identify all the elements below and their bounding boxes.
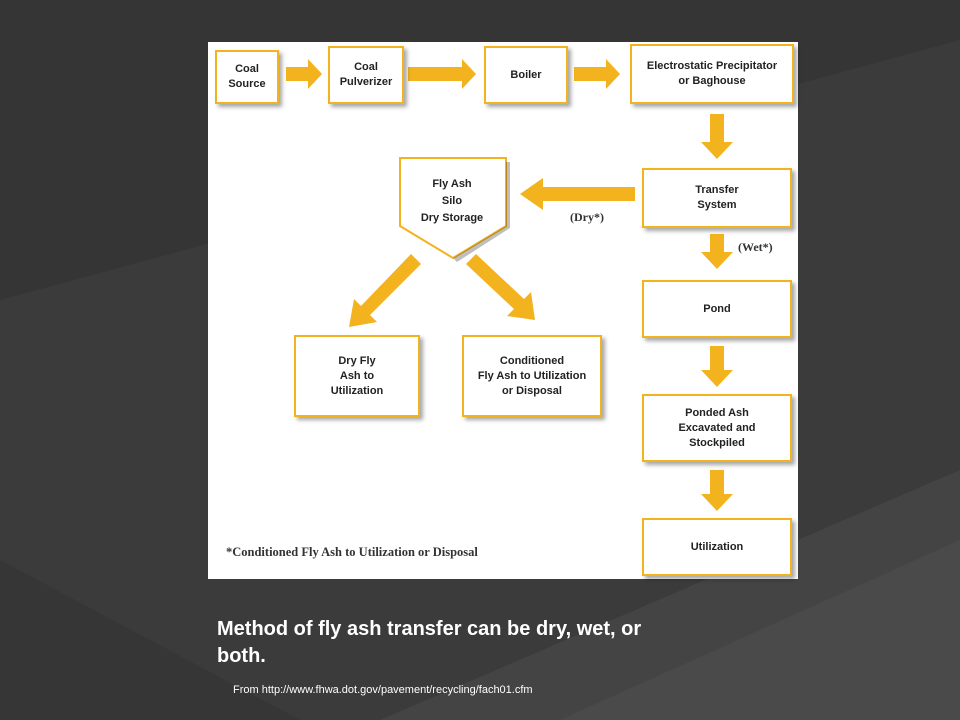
node-pond: Pond: [642, 280, 792, 338]
node-precipitator: Electrostatic Precipitator or Baghouse: [630, 44, 794, 104]
node-conditioned: Conditioned Fly Ash to Utilization or Di…: [462, 335, 602, 417]
arrow-precipitator-to-transfer: [701, 114, 733, 159]
diagram-footnote: *Conditioned Fly Ash to Utilization or D…: [226, 545, 478, 559]
arrow-transfer-to-pond: [701, 234, 733, 269]
node-utilization: Utilization: [642, 518, 792, 576]
flow-diagram: Coal Source Coal Pulverizer Boiler Elect…: [208, 42, 798, 579]
slide-caption: Method of fly ash transfer can be dry, w…: [217, 618, 642, 667]
node-coal-source: Coal Source: [215, 50, 279, 104]
node-ponded-ash: Ponded Ash Excavated and Stockpiled: [642, 394, 792, 462]
arrow-source-to-pulverizer: [286, 59, 322, 89]
node-coal-pulverizer: Coal Pulverizer: [328, 46, 404, 104]
arrow-ponded-to-utilization: [701, 470, 733, 511]
node-transfer-system: Transfer System: [642, 168, 792, 228]
arrow-silo-to-dry: [349, 254, 421, 327]
edge-label-wet: (Wet*): [738, 240, 773, 254]
diagram-arrows: [286, 59, 733, 511]
arrow-boiler-to-precipitator: [574, 59, 620, 89]
source-citation: From http://www.fhwa.dot.gov/pavement/re…: [233, 684, 533, 696]
edge-label-dry: (Dry*): [570, 210, 604, 224]
node-silo-shape: [399, 157, 510, 262]
arrow-transfer-to-silo: [520, 178, 635, 210]
node-boiler: Boiler: [484, 46, 568, 104]
arrow-pond-to-ponded: [701, 346, 733, 387]
arrow-silo-to-conditioned: [466, 254, 535, 320]
node-dry-fly-ash: Dry Fly Ash to Utilization: [294, 335, 420, 417]
node-silo: Fly Ash Silo Dry Storage: [420, 178, 484, 224]
arrow-pulverizer-to-boiler: [408, 59, 476, 89]
